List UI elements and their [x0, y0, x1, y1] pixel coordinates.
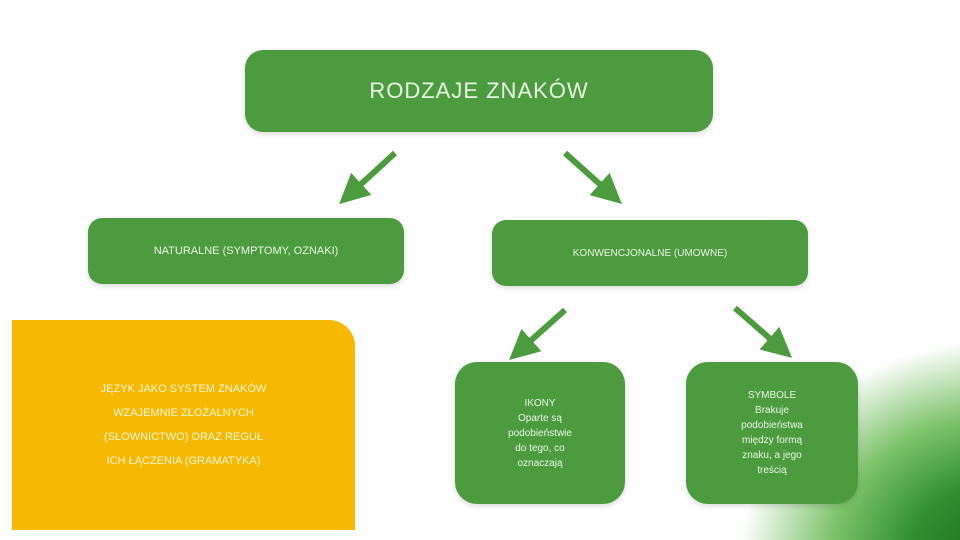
- arrow-root-to-natural: [339, 150, 398, 205]
- icons-line: oznaczają: [517, 457, 563, 469]
- symbols-line: podobieństwa: [741, 420, 803, 431]
- conventional-label: KONWENCJONALNE (UMOWNE): [572, 247, 728, 259]
- icons-line: do tego, co: [515, 442, 565, 454]
- natural-label: NATURALNE (SYMPTOMY, OZNAKI): [153, 245, 339, 257]
- icons-line: podobieństwie: [508, 427, 572, 439]
- note-line: ICH ŁĄCZENIA (GRAMATYKA): [106, 455, 261, 467]
- icons-line: Oparte są: [518, 412, 562, 424]
- note-line: WZAJEMNIE ZŁOŻALNYCH: [113, 407, 254, 419]
- icons-node: IKONY Oparte są podobieństwie do tego, c…: [455, 362, 625, 504]
- natural-signs-node: NATURALNE (SYMPTOMY, OZNAKI): [88, 218, 404, 284]
- arrow-conventional-to-icons: [509, 307, 567, 360]
- note-line: JĘZYK JAKO SYSTEM ZNAKÓW: [100, 383, 267, 395]
- note-line: (SŁOWNICTWO) ORAZ REGUŁ: [104, 431, 263, 443]
- arrow-conventional-to-symbols: [733, 305, 793, 358]
- symbols-line: SYMBOLE: [747, 390, 797, 401]
- symbols-line: Brakuje: [755, 405, 789, 416]
- symbols-line: między formą: [741, 435, 802, 446]
- root-node: RODZAJE ZNAKÓW: [245, 50, 713, 132]
- root-label: RODZAJE ZNAKÓW: [369, 78, 589, 103]
- language-note-box: JĘZYK JAKO SYSTEM ZNAKÓW WZAJEMNIE ZŁOŻA…: [12, 320, 355, 530]
- symbols-line: znaku, a jego: [742, 450, 802, 461]
- symbols-node: SYMBOLE Brakuje podobieństwa między form…: [686, 362, 858, 504]
- symbols-line: treścią: [757, 465, 787, 476]
- icons-line: IKONY: [524, 397, 556, 409]
- arrow-root-to-conventional: [562, 150, 622, 205]
- conventional-signs-node: KONWENCJONALNE (UMOWNE): [492, 220, 808, 286]
